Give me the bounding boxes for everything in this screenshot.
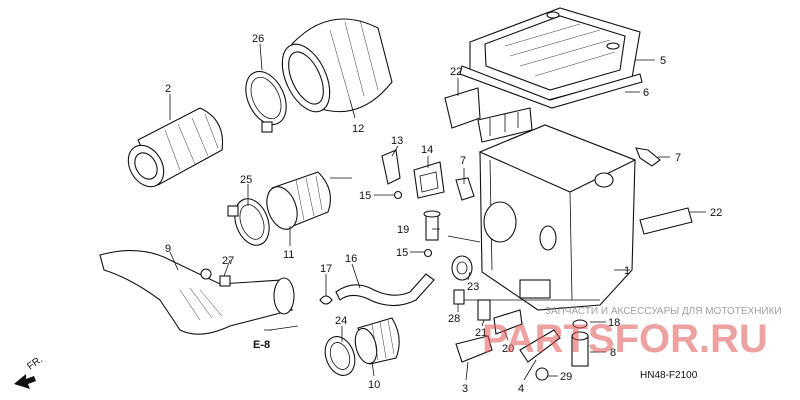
front-arrow-icon — [14, 374, 36, 389]
clamp-band-24 — [324, 336, 356, 376]
intake-duct — [99, 250, 295, 335]
watermark-brand: PARTSFOR.RU — [482, 317, 768, 361]
case-bracket — [477, 107, 533, 143]
callout-labels: 1 2 3 4 5 6 7 7 8 9 10 11 12 13 14 15 15… — [165, 33, 722, 395]
callout-22-upper: 22 — [450, 66, 462, 78]
callout-13: 13 — [391, 135, 403, 147]
reference-e8: E-8 — [253, 329, 272, 351]
breather-hose — [335, 273, 435, 307]
bolt-27 — [200, 268, 231, 287]
callout-14: 14 — [421, 144, 433, 156]
callout-9: 9 — [165, 243, 171, 255]
callout-24: 24 — [335, 315, 347, 327]
callout-26: 26 — [252, 33, 264, 45]
part-13-sensor — [381, 149, 401, 185]
callout-29: 29 — [560, 371, 572, 383]
clip-right — [635, 147, 661, 167]
callout-3: 3 — [462, 383, 468, 395]
callout-4: 4 — [518, 383, 524, 395]
filter-holder — [127, 107, 224, 188]
callout-19: 19 — [397, 224, 409, 236]
part-14-block — [413, 161, 445, 199]
airbox-lid-seal — [459, 65, 643, 109]
leader-lines — [169, 43, 706, 381]
callout-16: 16 — [345, 253, 357, 265]
grommet-23 — [451, 255, 473, 281]
front-direction-label: FR. — [25, 354, 45, 372]
callout-21: 21 — [475, 327, 487, 339]
callout-10: 10 — [368, 379, 380, 391]
clip-center — [455, 177, 475, 201]
stay-4 — [519, 329, 561, 363]
callout-15-upper: 15 — [359, 190, 371, 202]
callout-1: 1 — [624, 265, 630, 277]
drain-tube-8 — [571, 331, 589, 367]
clamp-band-26 — [245, 70, 287, 133]
foam-pad-upper — [444, 87, 481, 129]
part-17-clip — [319, 295, 333, 305]
callout-20: 20 — [502, 343, 514, 355]
part-18 — [572, 319, 588, 329]
bolt-29 — [535, 367, 549, 381]
airbox-lid — [469, 7, 641, 101]
callout-18: 18 — [608, 317, 620, 329]
callout-27: 27 — [222, 255, 234, 267]
callout-6: 6 — [643, 87, 649, 99]
tube-10 — [354, 317, 400, 365]
callout-2: 2 — [165, 83, 171, 95]
callout-28: 28 — [448, 313, 460, 325]
callout-15-lower: 15 — [396, 247, 408, 259]
callout-7-center: 7 — [460, 155, 466, 167]
callout-7-right: 7 — [675, 152, 681, 164]
foam-pad-right — [639, 207, 693, 235]
callout-25: 25 — [240, 174, 252, 186]
diagram-code: HN48-F2100 — [640, 370, 698, 381]
watermark: ЗАПЧАСТИ И АКСЕССУАРЫ ДЛЯ МОТОТЕХНИКИ PA… — [482, 306, 782, 361]
air-filter-element — [281, 18, 393, 113]
callout-11: 11 — [283, 249, 294, 261]
callout-8: 8 — [610, 347, 616, 359]
part-19-nipple — [423, 210, 441, 241]
front-direction: FR. — [14, 354, 45, 389]
clip-15-upper — [393, 190, 403, 200]
bracket-3 — [455, 335, 493, 363]
callout-23: 23 — [467, 281, 479, 293]
clamp-band-25 — [227, 198, 270, 246]
watermark-tagline: ЗАПЧАСТИ И АКСЕССУАРЫ ДЛЯ МОТОТЕХНИКИ — [545, 306, 782, 317]
callout-22-right: 22 — [710, 207, 722, 219]
air-cleaner-case — [455, 124, 637, 311]
callout-12: 12 — [352, 123, 364, 135]
callout-5: 5 — [660, 55, 666, 67]
clip-15-lower — [423, 248, 433, 258]
bolt-28 — [453, 289, 465, 305]
reference-label: E-8 — [253, 339, 270, 351]
connecting-tube — [266, 171, 331, 230]
bracket-20 — [493, 309, 523, 335]
callout-17: 17 — [320, 263, 332, 275]
